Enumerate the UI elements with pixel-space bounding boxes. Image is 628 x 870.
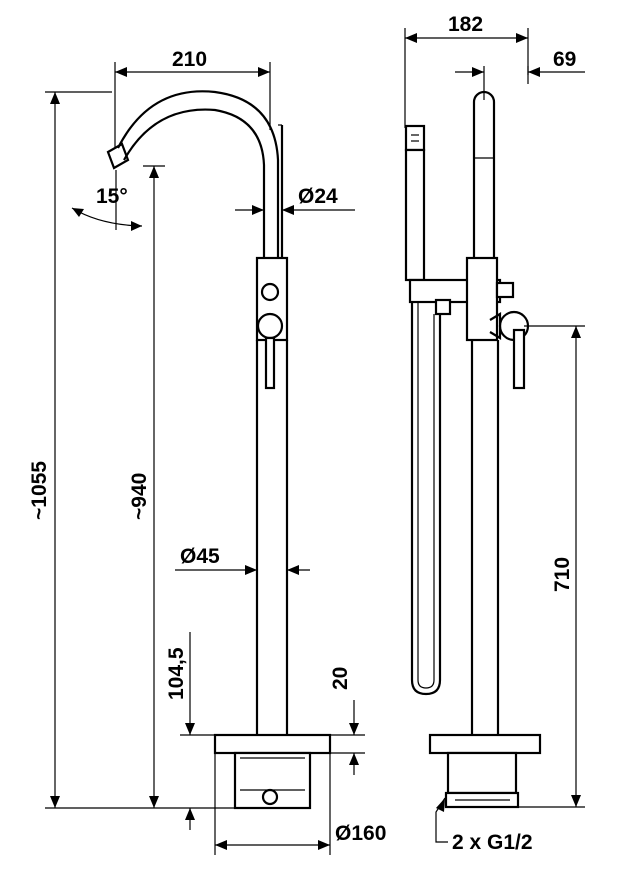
base-plate	[213, 733, 332, 755]
side-base-plate	[428, 733, 542, 755]
hand-shower-head	[404, 124, 426, 152]
lever-hub	[256, 312, 284, 340]
inlet-port	[261, 788, 279, 806]
lever-handle	[264, 336, 276, 390]
side-lever	[512, 328, 526, 390]
side-diverter	[495, 281, 515, 299]
front-view	[106, 90, 332, 810]
base-body	[233, 751, 312, 810]
label-overall-height: ~1055	[28, 461, 51, 520]
dimension-lines	[45, 28, 585, 855]
hand-shower-grip	[404, 148, 426, 282]
label-spout-diameter: Ø24	[298, 185, 338, 208]
dimension-labels: 210 182 69 Ø24 15° ~1055 ~940 Ø45 104,5 …	[28, 13, 576, 854]
shower-hose	[410, 302, 442, 696]
label-base-height: 104,5	[165, 647, 188, 700]
side-view	[404, 90, 542, 809]
label-offset-side: 69	[553, 48, 576, 71]
diverter-knob	[260, 282, 280, 302]
label-width-spout: 210	[172, 48, 207, 71]
holder-bracket	[434, 298, 452, 316]
label-connection: 2 x G1/2	[452, 831, 533, 854]
spout-inner-outline	[123, 108, 266, 258]
side-spout	[472, 90, 496, 280]
label-plate-thickness: 20	[329, 667, 352, 690]
label-spout-height: ~940	[128, 473, 151, 520]
label-width-side: 182	[448, 13, 483, 36]
label-angle: 15°	[96, 185, 128, 208]
side-base-body	[446, 751, 518, 795]
side-mixer-body	[465, 256, 499, 342]
label-column-diameter: Ø45	[180, 545, 220, 568]
spout-nozzle	[106, 142, 130, 170]
label-base-diameter: Ø160	[335, 822, 386, 845]
spout-outline	[117, 90, 280, 258]
label-mixer-height: 710	[551, 557, 574, 592]
